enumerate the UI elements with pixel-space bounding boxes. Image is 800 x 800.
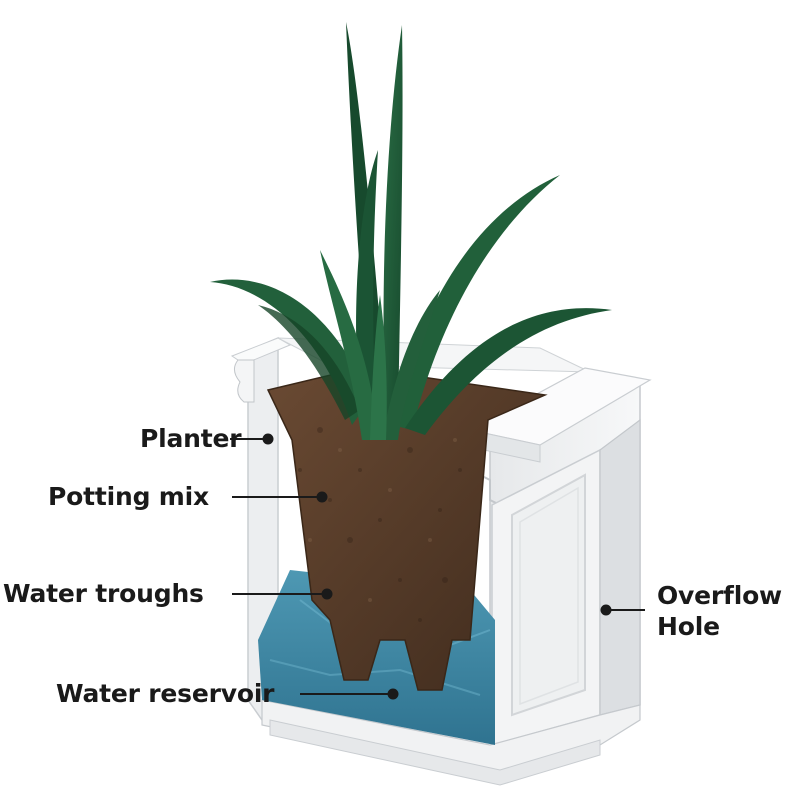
leader-water-reservoir-dot [387, 688, 399, 700]
label-overflow-hole-line1: Overflow [657, 581, 782, 610]
label-water-reservoir: Water reservoir [56, 679, 275, 708]
label-water-troughs: Water troughs [3, 579, 204, 608]
leader-water-troughs-dot [321, 588, 333, 600]
leader-overflow-hole-dot [600, 604, 612, 616]
label-planter: Planter [140, 424, 242, 453]
label-potting-mix: Potting mix [48, 482, 209, 511]
planter [230, 336, 652, 786]
label-overflow-hole-line2: Hole [657, 612, 720, 641]
leader-lines [230, 433, 645, 700]
leader-potting-mix-dot [316, 491, 328, 503]
leader-planter-dot [262, 433, 274, 445]
label-overflow-hole: Overflow Hole [657, 580, 782, 642]
potting-mix [266, 367, 548, 691]
plant-leaves [210, 22, 612, 440]
